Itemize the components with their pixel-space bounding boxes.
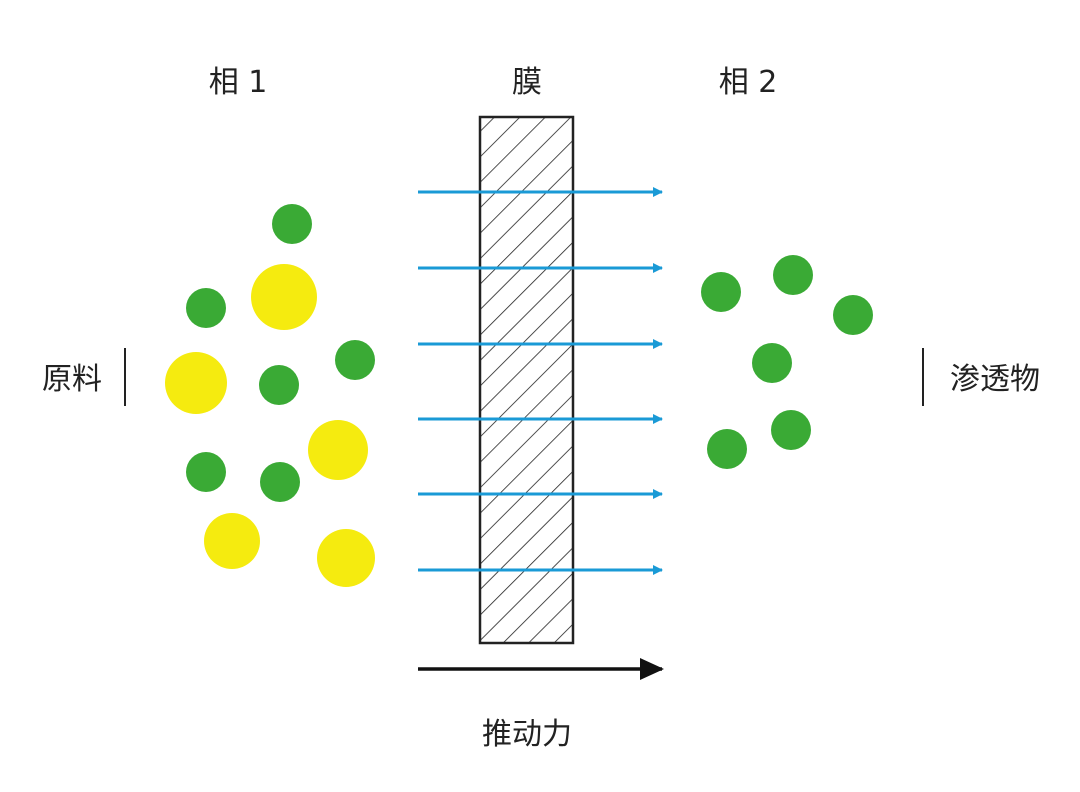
small-particle bbox=[833, 295, 873, 335]
large-particle bbox=[251, 264, 317, 330]
membrane bbox=[478, 115, 575, 645]
large-particle bbox=[165, 352, 227, 414]
large-particle bbox=[308, 420, 368, 480]
small-particle bbox=[186, 452, 226, 492]
membrane-label: 膜 bbox=[512, 65, 542, 100]
flux-arrows bbox=[418, 187, 663, 575]
driving-force-label: 推动力 bbox=[482, 717, 572, 752]
small-particle bbox=[701, 272, 741, 312]
feed-label: 原料 bbox=[42, 362, 102, 397]
large-particle bbox=[317, 529, 375, 587]
phase2-label: 相 2 bbox=[719, 65, 778, 100]
small-particle bbox=[186, 288, 226, 328]
small-particle bbox=[272, 204, 312, 244]
small-particle bbox=[707, 429, 747, 469]
large-particle bbox=[204, 513, 260, 569]
small-particle bbox=[771, 410, 811, 450]
feed-small-particles bbox=[186, 204, 375, 502]
feed-large-particles bbox=[165, 264, 375, 587]
small-particle bbox=[260, 462, 300, 502]
permeate-label: 渗透物 bbox=[950, 362, 1040, 397]
small-particle bbox=[335, 340, 375, 380]
small-particle bbox=[259, 365, 299, 405]
phase1-label: 相 1 bbox=[209, 65, 268, 100]
small-particle bbox=[773, 255, 813, 295]
small-particle bbox=[752, 343, 792, 383]
permeate-small-particles bbox=[701, 255, 873, 469]
